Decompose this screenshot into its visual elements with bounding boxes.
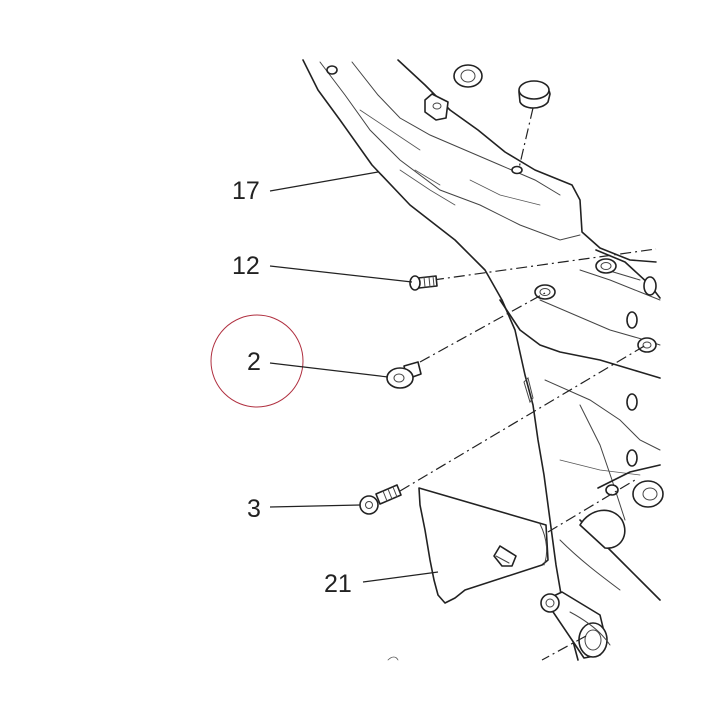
callout-21: 21 xyxy=(324,570,352,598)
cover-plate-part-21 xyxy=(418,487,549,604)
highlight-circle xyxy=(210,314,304,408)
frame-inner-rib xyxy=(319,61,581,241)
callout-17: 17 xyxy=(232,177,260,205)
callout-12: 12 xyxy=(232,252,260,280)
frame-part-17 xyxy=(302,59,664,661)
assembly-lines xyxy=(399,107,657,661)
leader-17 xyxy=(269,171,379,192)
plug-cap xyxy=(518,80,551,109)
leader-12 xyxy=(269,265,413,283)
callout-leaders xyxy=(269,171,439,583)
pin-bolt-part-2 xyxy=(386,361,422,389)
callout-2: 2 xyxy=(247,348,261,376)
cap-screw-part-3 xyxy=(359,484,402,515)
leader-21 xyxy=(362,571,439,583)
leader-2 xyxy=(269,362,389,378)
small-screw-part-12 xyxy=(409,275,438,291)
callout-3: 3 xyxy=(247,495,261,523)
leader-3 xyxy=(269,504,361,508)
frame-outline xyxy=(302,59,579,661)
callout-labels: 17 12 2 3 21 xyxy=(232,177,352,598)
